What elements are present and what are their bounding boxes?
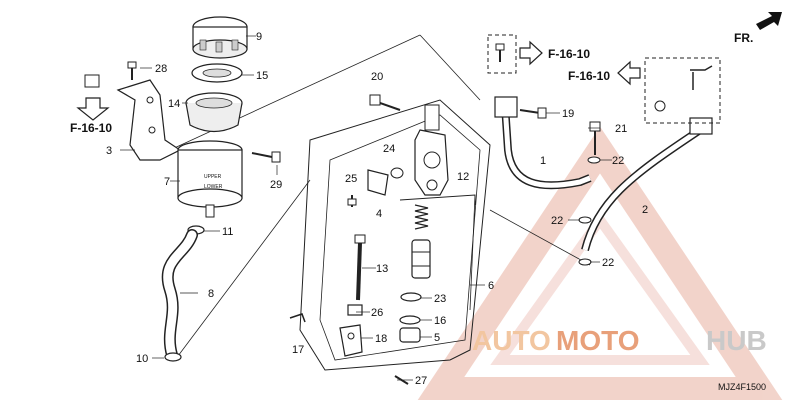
part-4-joint — [367, 169, 389, 196]
assembly-outline — [299, 99, 491, 371]
part-label: 18 — [375, 333, 387, 345]
reference-arrow-top — [519, 40, 543, 66]
watermark-logo — [417, 126, 783, 400]
part-label: 23 — [434, 293, 446, 305]
reference-arrow-left — [76, 97, 110, 121]
watermark-word-c: HUB — [706, 325, 767, 356]
part-label: 11 — [222, 226, 233, 238]
part-21-bolt — [589, 121, 601, 155]
part-12-piston-kit — [411, 204, 431, 279]
part-10-clamp — [164, 352, 182, 362]
part-label: 29 — [270, 179, 282, 191]
hose-2-fitting — [689, 117, 713, 135]
part-label: 15 — [256, 70, 268, 82]
part-17-pin — [289, 313, 306, 323]
upper-mark: UPPER — [204, 174, 222, 180]
reference-box-top — [487, 34, 517, 74]
part-12-bracket — [399, 194, 476, 205]
part-7-reservoir: UPPER LOWER — [177, 140, 243, 218]
part-number-labels: 9 28 15 14 3 7 29 11 8 10 20 24 25 4 12 … — [106, 31, 648, 387]
part-13-push-rod — [354, 234, 366, 301]
part-18-clevis — [339, 324, 363, 357]
diagram-code: MJZ4F1500 — [718, 382, 766, 392]
part-label: 6 — [488, 280, 494, 292]
part-12-leader — [469, 194, 476, 311]
reference-label-top: F-16-10 — [548, 47, 590, 61]
part-5-boot — [399, 327, 421, 343]
watermark-word-a: AUTO — [472, 325, 551, 356]
front-label: FR. — [734, 31, 753, 45]
watermark-word-b: MOTO — [556, 325, 639, 356]
part-3-bracket — [116, 79, 182, 161]
part-28-bolt — [127, 61, 137, 80]
watermark-text: AUTO MOTO HUB — [472, 325, 767, 356]
part-label: 4 — [376, 208, 382, 220]
part-label: 25 — [345, 173, 357, 185]
part-label: 9 — [256, 31, 262, 43]
part-25-screw — [347, 195, 357, 207]
part-label: 13 — [376, 263, 388, 275]
inner-outline — [319, 114, 481, 361]
part-label: 28 — [155, 63, 167, 75]
reference-arrow-right — [617, 60, 641, 86]
hose-1-fitting — [494, 96, 518, 118]
reference-box-right — [644, 57, 721, 124]
leader-line — [174, 179, 311, 361]
part-label: 5 — [434, 332, 440, 344]
part-label: 27 — [415, 375, 427, 387]
master-cylinder-body — [414, 104, 449, 196]
hose-fill — [163, 230, 197, 360]
leader-line — [489, 209, 591, 266]
reference-label-right: F-16-10 — [568, 69, 610, 83]
part-label: 22 — [602, 257, 614, 269]
part-label: 20 — [371, 71, 383, 83]
part-19-bolt — [519, 107, 547, 119]
part-label: 24 — [383, 143, 395, 155]
part-label: 3 — [106, 145, 112, 157]
part-label: 8 — [208, 288, 214, 300]
part-14-diaphragm — [185, 92, 243, 133]
part-label: 14 — [168, 98, 180, 110]
part-29-bolt — [251, 151, 281, 163]
lower-mark: LOWER — [204, 184, 223, 190]
part-label: 7 — [164, 176, 170, 188]
part-22-washer — [578, 216, 592, 224]
part-label: 21 — [615, 123, 627, 135]
part-label: 17 — [292, 344, 304, 356]
part-26-nut — [347, 304, 363, 316]
part-23-circlip — [400, 292, 422, 302]
leader-line — [419, 34, 481, 101]
part-label: 19 — [562, 108, 574, 120]
part-20-bolt — [369, 94, 401, 111]
part-label: 12 — [457, 171, 469, 183]
part-label: 16 — [434, 315, 446, 327]
part-label: 22 — [551, 215, 563, 227]
part-24-washer — [390, 167, 404, 179]
front-direction-arrow: FR. — [734, 12, 782, 45]
part-label: 22 — [612, 155, 624, 167]
part-label: 2 — [642, 204, 648, 216]
part-15-plate — [191, 63, 243, 83]
part-22-washer — [578, 258, 592, 266]
part-label: 1 — [540, 155, 546, 167]
part-label: 26 — [371, 307, 383, 319]
part-label: 10 — [136, 353, 148, 365]
part-16-seal — [399, 315, 421, 325]
label-leaders — [120, 35, 612, 381]
clip-part — [84, 74, 100, 88]
part-9-cap — [192, 16, 248, 59]
part-22-washer — [587, 156, 601, 164]
reference-label-left: F-16-10 — [70, 121, 112, 135]
